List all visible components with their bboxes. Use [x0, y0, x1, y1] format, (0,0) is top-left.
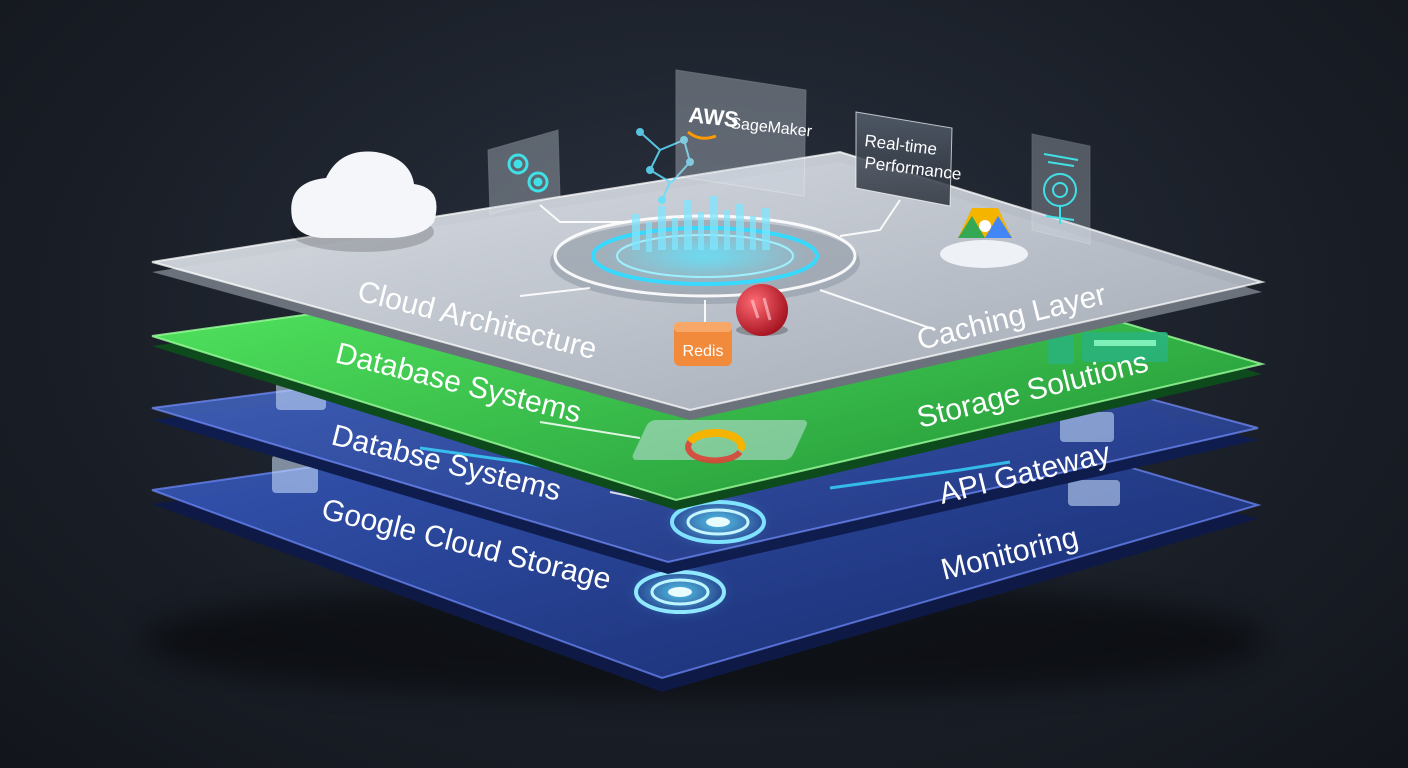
signal-node-icon: [670, 500, 766, 544]
target-icon: [1043, 153, 1079, 224]
gear-cluster-icon: [507, 153, 549, 193]
top-connectors: [519, 199, 931, 329]
layer-1-plate: Redis: [151, 128, 1266, 420]
performance-card: Real-time Performance: [855, 111, 962, 207]
redis-badge-label: Redis: [683, 343, 724, 360]
target-card: [1031, 133, 1091, 245]
pulse-node-icon: [634, 570, 726, 614]
gear-cluster-card: [487, 129, 561, 215]
amazon-smile-icon: [687, 130, 717, 140]
cloud-icon: [290, 151, 437, 252]
data-bars-icon: [632, 196, 770, 252]
central-ai-hub: [550, 128, 860, 304]
google-cloud-top-icon: [940, 208, 1028, 268]
redis-badge: Redis: [674, 322, 732, 366]
sagemaker-card-line1: AWS: [687, 102, 739, 132]
redis-node-icon: [736, 284, 788, 336]
google-cloud-icon: [685, 428, 746, 464]
chip-icon: [1048, 332, 1168, 364]
network-icon: [636, 128, 694, 204]
sagemaker-card: AWS SageMaker: [675, 69, 813, 197]
